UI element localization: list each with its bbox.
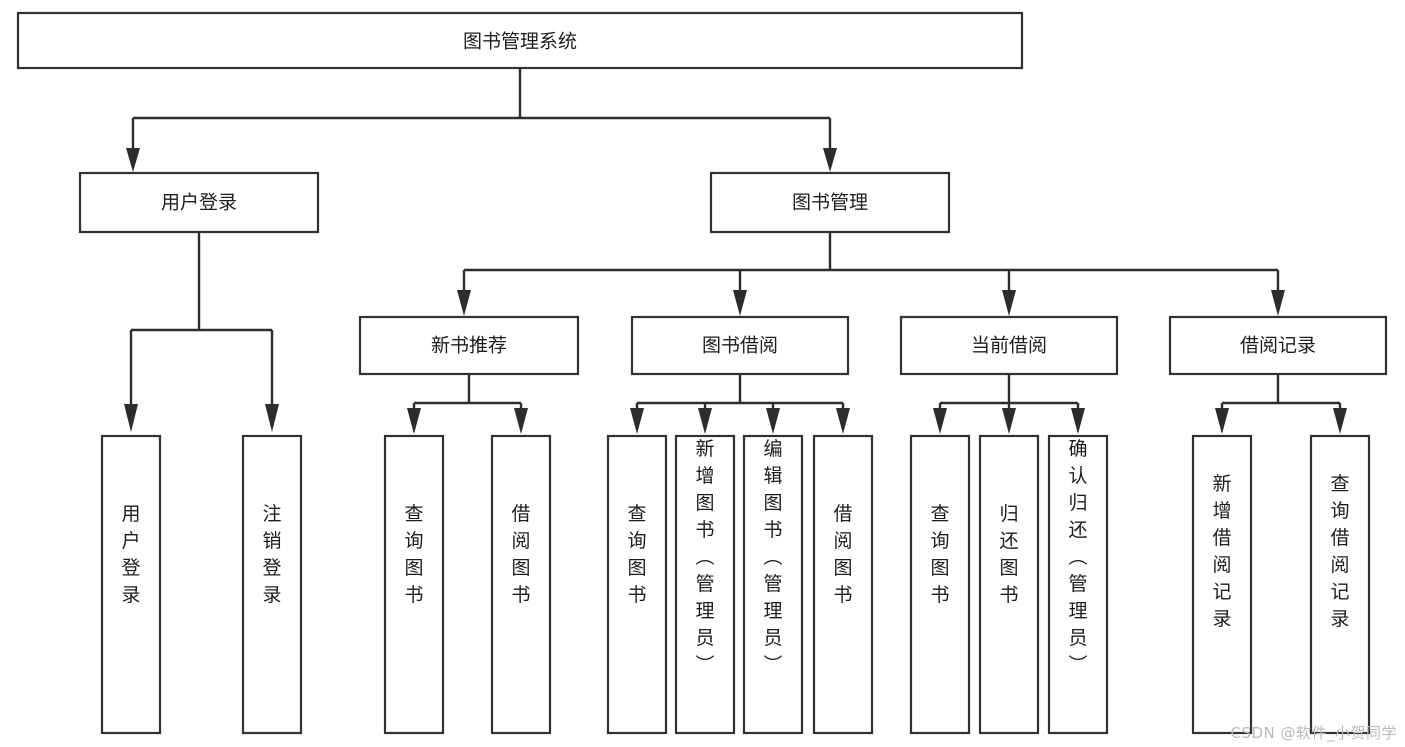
node-root-system-box[interactable]: [16, 11, 1024, 70]
arrowhead-current-borrow: [1002, 290, 1016, 316]
node-user-login[interactable]: 用户登录: [78, 171, 320, 234]
leaf-confirm-return-admin-box[interactable]: [1047, 434, 1109, 735]
node-user-login-label: 用户登录: [161, 192, 237, 214]
arrowhead-book-borrow: [733, 290, 747, 316]
arrowhead-leaf-confirm-return: [1071, 408, 1085, 434]
leaf-query-book-newbook-box[interactable]: [383, 434, 445, 735]
leaf-add-book-admin-box[interactable]: [674, 434, 736, 735]
arrowhead-leaf-query-record: [1333, 408, 1347, 434]
node-current-borrow-label: 当前借阅: [971, 335, 1047, 357]
arrowhead-leaf-borrow-book-1: [514, 408, 528, 434]
leaf-query-book-borrow-label: 查询图书: [627, 503, 646, 606]
leaf-add-book-admin[interactable]: 新增图书︵管理员︶: [674, 434, 736, 735]
arrowhead-leaf-add-book: [698, 408, 712, 434]
leaf-return-book-box[interactable]: [978, 434, 1040, 735]
leaf-return-book-label: 归还图书: [999, 503, 1018, 606]
node-new-book-recommend-label: 新书推荐: [431, 335, 507, 357]
leaf-query-book-newbook-label: 查询图书: [404, 503, 423, 606]
node-new-book-recommend-box[interactable]: [358, 315, 580, 376]
leaf-query-book-current-box[interactable]: [909, 434, 971, 735]
leaf-edit-book-admin-box[interactable]: [742, 434, 804, 735]
leaf-return-book[interactable]: 归还图书: [978, 434, 1040, 735]
node-book-borrow-label: 图书借阅: [702, 335, 778, 357]
leaf-add-book-admin-label: 新增图书︵管理员︶: [695, 438, 714, 676]
leaf-add-borrow-record-box[interactable]: [1191, 434, 1253, 735]
arrowhead-leaf-add-record: [1215, 408, 1229, 434]
leaf-query-book-borrow-box[interactable]: [606, 434, 668, 735]
node-root-system[interactable]: 图书管理系统: [16, 11, 1024, 70]
leaf-borrow-book-newbook[interactable]: 借阅图书: [490, 434, 552, 735]
leaf-query-borrow-record-box[interactable]: [1309, 434, 1371, 735]
leaf-borrow-book-borrow-label: 借阅图书: [833, 503, 852, 606]
leaf-add-borrow-record-label: 新增借阅记录: [1212, 473, 1231, 630]
leaf-logout-label: 注销登录: [262, 503, 281, 606]
arrowhead-leaf-edit-book: [766, 408, 780, 434]
arrowhead-leaf-query-book-2: [630, 408, 644, 434]
arrowhead-book-mgmt: [823, 148, 837, 172]
connector-layer: [124, 68, 1347, 434]
arrowhead-user-login: [126, 148, 140, 172]
leaf-query-book-borrow[interactable]: 查询图书: [606, 434, 668, 735]
leaf-add-borrow-record[interactable]: 新增借阅记录: [1191, 434, 1253, 735]
leaf-query-book-current-label: 查询图书: [930, 503, 949, 606]
node-borrow-record-box[interactable]: [1168, 315, 1388, 376]
node-book-management[interactable]: 图书管理: [709, 171, 951, 234]
leaf-query-book-current[interactable]: 查询图书: [909, 434, 971, 735]
arrowhead-leaf-logout: [265, 404, 279, 432]
leaf-edit-book-admin[interactable]: 编辑图书︵管理员︶: [742, 434, 804, 735]
leaf-user-login[interactable]: 用户登录: [100, 434, 162, 735]
node-book-borrow-box[interactable]: [630, 315, 850, 376]
arrowhead-leaf-borrow-book-2: [836, 408, 850, 434]
leaf-logout[interactable]: 注销登录: [241, 434, 303, 735]
leaf-confirm-return-admin[interactable]: 确认归还︵管理员︶: [1047, 434, 1109, 735]
node-new-book-recommend[interactable]: 新书推荐: [358, 315, 580, 376]
node-root-system-label: 图书管理系统: [463, 31, 577, 53]
leaf-borrow-book-borrow-box[interactable]: [812, 434, 874, 735]
node-current-borrow-box[interactable]: [899, 315, 1119, 376]
csdn-watermark: CSDN @软件_小贺同学: [1230, 724, 1397, 742]
node-book-borrow[interactable]: 图书借阅: [630, 315, 850, 376]
node-book-management-label: 图书管理: [792, 192, 868, 214]
arrowhead-leaf-return-book: [1002, 408, 1016, 434]
leaf-query-borrow-record-label: 查询借阅记录: [1330, 473, 1349, 630]
arrowhead-borrow-record: [1271, 290, 1285, 316]
leaf-borrow-book-newbook-label: 借阅图书: [511, 503, 530, 606]
leaf-borrow-book-newbook-box[interactable]: [490, 434, 552, 735]
leaf-query-book-newbook[interactable]: 查询图书: [383, 434, 445, 735]
node-current-borrow[interactable]: 当前借阅: [899, 315, 1119, 376]
leaf-user-login-label: 用户登录: [121, 503, 140, 606]
node-borrow-record[interactable]: 借阅记录: [1168, 315, 1388, 376]
leaf-edit-book-admin-label: 编辑图书︵管理员︶: [763, 438, 782, 676]
leaf-borrow-book-borrow[interactable]: 借阅图书: [812, 434, 874, 735]
node-borrow-record-label: 借阅记录: [1240, 335, 1316, 357]
leaf-logout-box[interactable]: [241, 434, 303, 735]
node-user-login-box[interactable]: [78, 171, 320, 234]
leaf-user-login-box[interactable]: [100, 434, 162, 735]
arrowhead-leaf-query-book-3: [933, 408, 947, 434]
arrowhead-leaf-user-login: [124, 404, 138, 432]
node-book-management-box[interactable]: [709, 171, 951, 234]
arrowhead-newbook-rec: [457, 290, 471, 316]
leaf-query-borrow-record[interactable]: 查询借阅记录: [1309, 434, 1371, 735]
leaf-confirm-return-admin-label: 确认归还︵管理员︶: [1068, 438, 1087, 676]
arrowhead-leaf-query-book-1: [407, 408, 421, 434]
